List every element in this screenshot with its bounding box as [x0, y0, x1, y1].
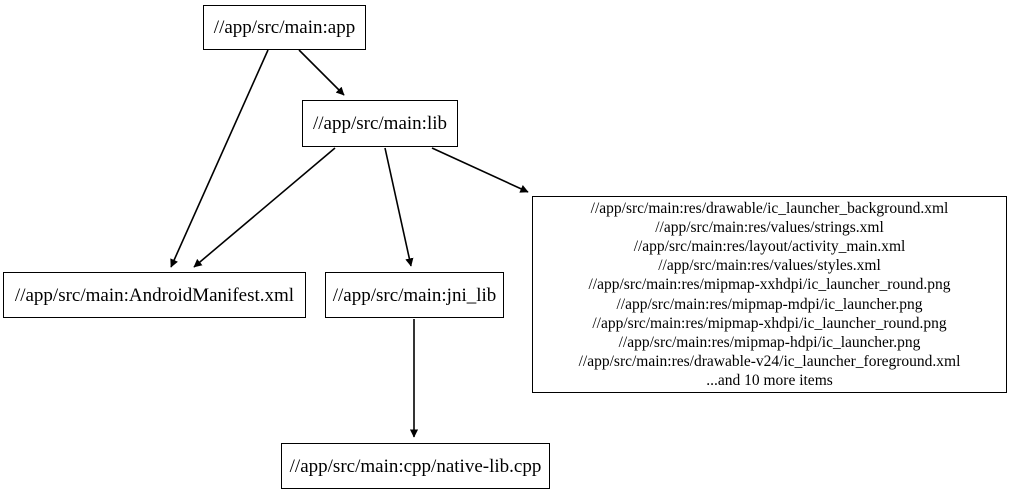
graph-node-app[interactable]: //app/src/main:app — [203, 5, 366, 50]
edge-lib-to-jni-lib — [384, 147, 414, 267]
graph-node-res-group-label: //app/src/main:res/drawable/ic_launcher_… — [578, 199, 961, 390]
graph-node-androidmanifest[interactable]: //app/src/main:AndroidManifest.xml — [3, 272, 306, 318]
edge-lib-to-androidmanifest — [193, 147, 336, 268]
graph-node-androidmanifest-label: //app/src/main:AndroidManifest.xml — [14, 284, 295, 306]
graph-node-res-group[interactable]: //app/src/main:res/drawable/ic_launcher_… — [532, 196, 1007, 393]
graph-node-lib[interactable]: //app/src/main:lib — [302, 100, 458, 147]
graph-node-jni-lib[interactable]: //app/src/main:jni_lib — [325, 272, 504, 318]
edge-lib-to-res-group — [431, 147, 529, 193]
graph-node-native-lib-cpp[interactable]: //app/src/main:cpp/native-lib.cpp — [281, 443, 550, 489]
edge-app-to-androidmanifest — [170, 49, 269, 268]
graph-node-jni-lib-label: //app/src/main:jni_lib — [332, 284, 497, 306]
graph-node-lib-label: //app/src/main:lib — [312, 113, 448, 134]
edge-app-to-lib — [298, 49, 345, 96]
graph-node-native-lib-cpp-label: //app/src/main:cpp/native-lib.cpp — [289, 455, 542, 477]
graph-node-app-label: //app/src/main:app — [213, 17, 356, 38]
